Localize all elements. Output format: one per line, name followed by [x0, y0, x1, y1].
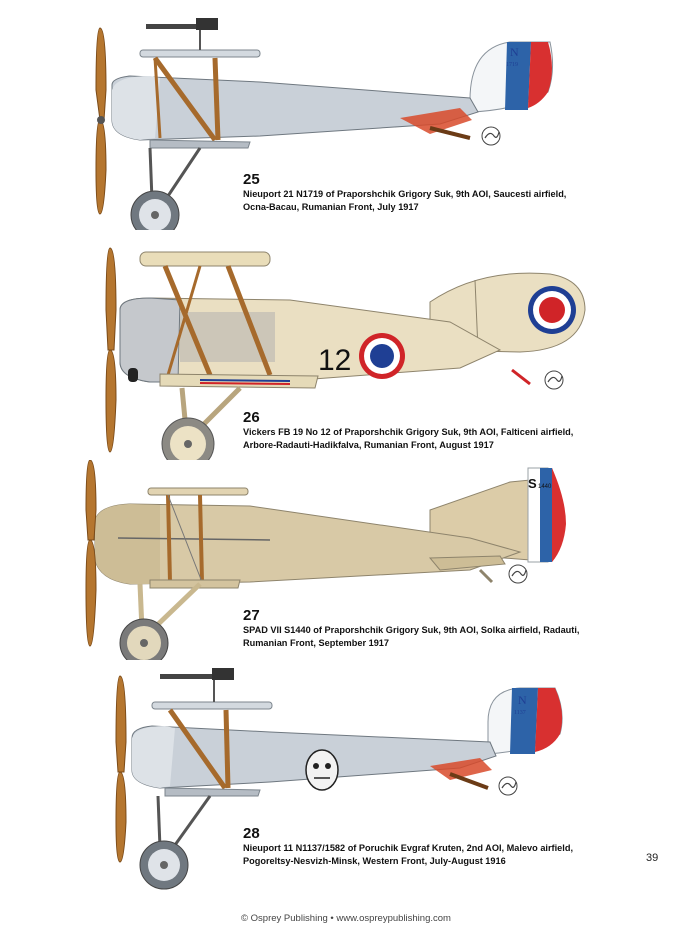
rudder-serial: 1440 — [538, 484, 552, 490]
plate-27: S 1440 27 SPAD VII S1440 of Praporshchik… — [0, 460, 692, 660]
caption-line: Arbore-Radauti-Hadikfalva, Rumanian Fron… — [243, 440, 494, 450]
caption-line: Rumanian Front, September 1917 — [243, 638, 390, 648]
rudder-letter: N — [518, 693, 527, 707]
plate-number: 26 — [243, 409, 260, 426]
plate-26: 12 26 Vickers FB 19 No 12 of Praporshchi… — [0, 240, 692, 460]
publisher-footer: © Osprey Publishing • www.ospreypublishi… — [241, 913, 451, 924]
vickers-fb19-illustration: 12 — [105, 247, 586, 460]
caption-line: SPAD VII S1440 of Praporshchik Grigory S… — [243, 625, 580, 635]
plate-number: 28 — [243, 825, 260, 842]
caption-line: Nieuport 11 N1137/1582 of Poruchik Evgra… — [243, 843, 573, 853]
page-number: 39 — [646, 852, 659, 864]
plate-25: N 1719 25 Nieuport 21 — [0, 0, 692, 230]
caption-line: Nieuport 21 N1719 of Praporshchik Grigor… — [243, 189, 567, 199]
caption-line: Vickers FB 19 No 12 of Praporshchik Grig… — [243, 427, 574, 437]
rudder-letter: N — [510, 45, 519, 59]
caption-line: Ocna-Bacau, Rumanian Front, July 1917 — [243, 202, 419, 212]
rudder-letter: S — [528, 476, 537, 491]
nieuport-11-illustration: N 1137 — [115, 668, 563, 890]
spad-vii-illustration: S 1440 — [85, 460, 566, 660]
nieuport-21-illustration: N 1719 — [95, 18, 554, 230]
plate-28: N 1137 28 — [0, 662, 692, 902]
caption-line: Pogoreltsy-Nesvizh-Minsk, Western Front,… — [243, 856, 506, 866]
rudder-serial: 1719 — [506, 62, 518, 68]
fuselage-number: 12 — [318, 344, 351, 377]
rudder-serial: 1137 — [514, 710, 526, 716]
plate-number: 27 — [243, 607, 260, 624]
plate-number: 25 — [243, 171, 260, 188]
